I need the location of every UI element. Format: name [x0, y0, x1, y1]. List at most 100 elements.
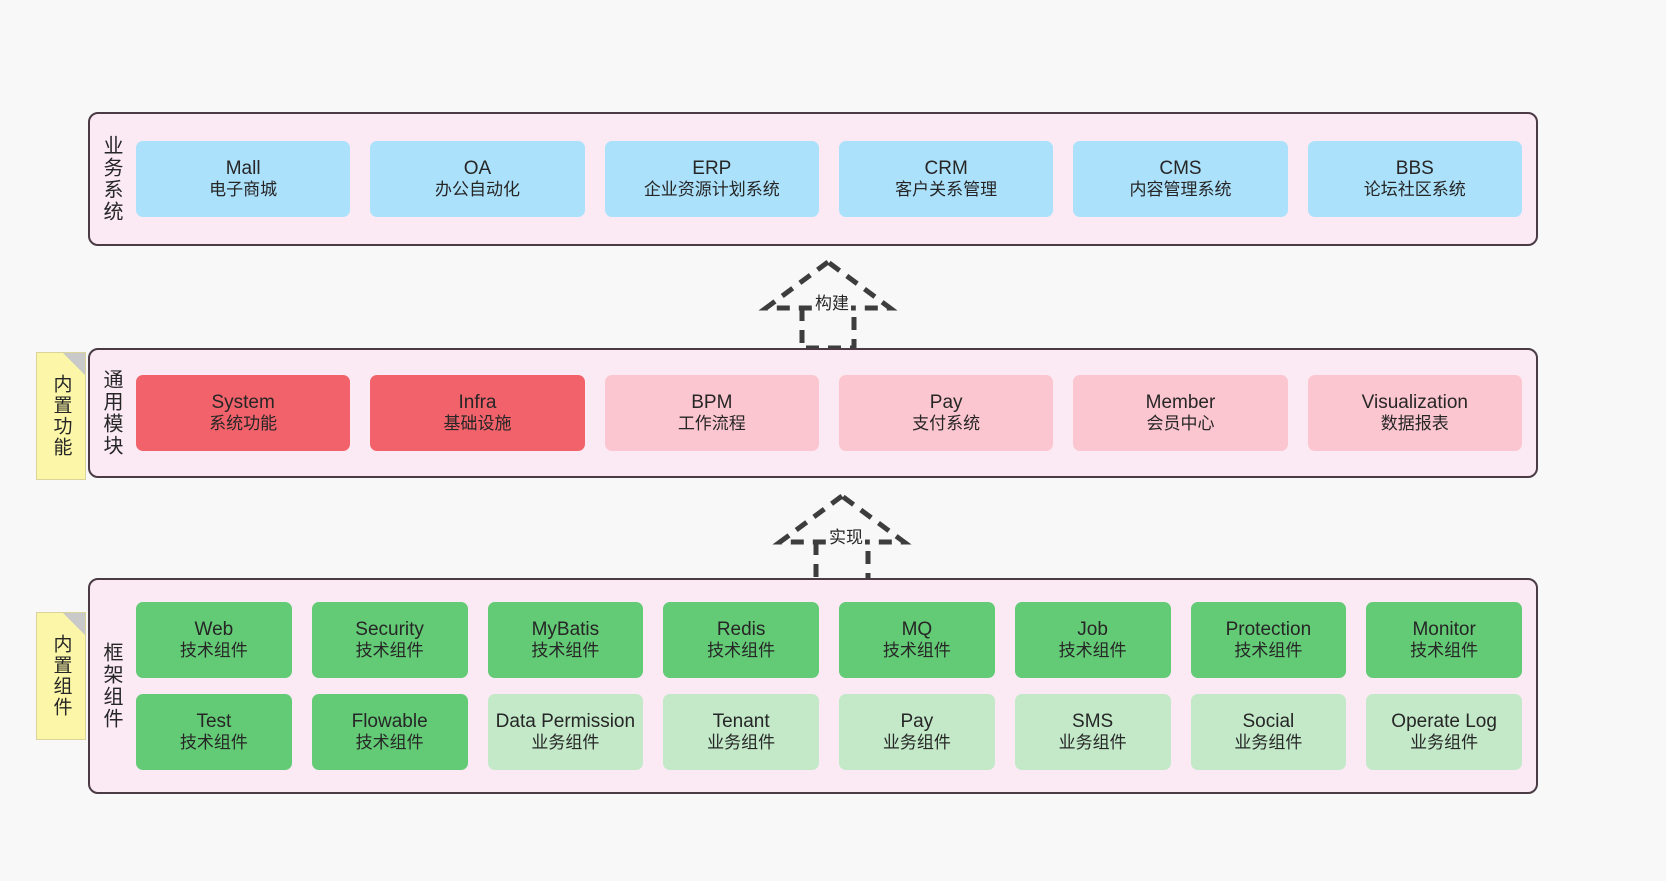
node-bbs[interactable]: BBS 论坛社区系统	[1307, 141, 1522, 217]
node-flowable-title: Flowable	[351, 711, 428, 733]
node-infra-title: Infra	[458, 392, 497, 414]
node-sms[interactable]: SMS 业务组件	[1014, 694, 1171, 770]
node-crm-title: CRM	[924, 158, 968, 180]
node-mall-title: Mall	[225, 158, 261, 180]
node-operate-log[interactable]: Operate Log 业务组件	[1366, 694, 1522, 770]
node-operate-log-title: Operate Log	[1391, 711, 1497, 733]
node-pay-module-title: Pay	[929, 392, 963, 414]
node-test-title: Test	[196, 711, 232, 733]
node-mybatis-title: MyBatis	[531, 619, 600, 641]
framework-row-business: Test 技术组件 Flowable 技术组件 Data Permission …	[136, 694, 1522, 770]
node-member[interactable]: Member 会员中心	[1073, 375, 1288, 451]
node-security-title: Security	[355, 619, 424, 641]
node-bbs-desc: 论坛社区系统	[1363, 180, 1466, 200]
layer-common-modules: 通用模块 System 系统功能 Infra 基础设施 BPM 工作流程 Pay…	[88, 348, 1538, 478]
implement-shaft	[813, 542, 871, 585]
node-oa[interactable]: OA 办公自动化	[370, 141, 585, 217]
node-redis-title: Redis	[716, 619, 766, 641]
node-social-title: Social	[1242, 711, 1295, 733]
node-infra-desc: 基础设施	[443, 414, 512, 434]
node-redis-desc: 技术组件	[707, 641, 776, 661]
node-pay-component-title: Pay	[900, 711, 934, 733]
node-bpm[interactable]: BPM 工作流程	[604, 375, 819, 451]
node-sms-desc: 业务组件	[1058, 733, 1127, 753]
node-data-permission[interactable]: Data Permission 业务组件	[487, 694, 644, 770]
node-mq[interactable]: MQ 技术组件	[839, 602, 995, 678]
node-member-desc: 会员中心	[1146, 414, 1215, 434]
node-web[interactable]: Web 技术组件	[136, 602, 292, 678]
node-crm-desc: 客户关系管理	[895, 180, 998, 200]
node-data-permission-desc: 业务组件	[531, 733, 600, 753]
node-monitor[interactable]: Monitor 技术组件	[1366, 602, 1522, 678]
layer-business-systems-row: Mall 电子商城 OA 办公自动化 ERP 企业资源计划系统 CRM 客户关系…	[136, 141, 1522, 217]
node-visualization[interactable]: Visualization 数据报表	[1307, 375, 1522, 451]
layer-common-modules-label: 通用模块	[100, 369, 122, 457]
note-builtin-components: 内置组件	[36, 612, 86, 740]
node-mybatis[interactable]: MyBatis 技术组件	[487, 602, 644, 678]
node-monitor-desc: 技术组件	[1410, 641, 1479, 661]
node-bpm-title: BPM	[691, 392, 733, 414]
node-security[interactable]: Security 技术组件	[311, 602, 468, 678]
node-infra[interactable]: Infra 基础设施	[370, 375, 585, 451]
node-protection-desc: 技术组件	[1234, 641, 1303, 661]
node-erp-title: ERP	[692, 158, 732, 180]
node-job-title: Job	[1077, 619, 1108, 641]
node-visualization-desc: 数据报表	[1380, 414, 1449, 434]
node-system-desc: 系统功能	[209, 414, 278, 434]
note-fold-icon	[63, 353, 85, 375]
node-data-permission-title: Data Permission	[495, 711, 636, 733]
node-system[interactable]: System 系统功能	[136, 375, 351, 451]
node-member-title: Member	[1145, 392, 1216, 414]
node-test-desc: 技术组件	[179, 733, 248, 753]
node-system-title: System	[211, 392, 275, 414]
node-flowable-desc: 技术组件	[355, 733, 424, 753]
node-test[interactable]: Test 技术组件	[136, 694, 292, 770]
layer-framework-components-body: Web 技术组件 Security 技术组件 MyBatis 技术组件 Redi…	[132, 580, 1536, 792]
layer-common-modules-body: System 系统功能 Infra 基础设施 BPM 工作流程 Pay 支付系统…	[132, 350, 1536, 476]
layer-business-systems: 业务系统 Mall 电子商城 OA 办公自动化 ERP 企业资源计划系统 CRM…	[88, 112, 1538, 246]
node-bbs-title: BBS	[1395, 158, 1434, 180]
node-bpm-desc: 工作流程	[677, 414, 746, 434]
node-oa-desc: 办公自动化	[434, 180, 520, 200]
node-security-desc: 技术组件	[355, 641, 424, 661]
node-erp[interactable]: ERP 企业资源计划系统	[604, 141, 819, 217]
node-visualization-title: Visualization	[1361, 392, 1468, 414]
node-job[interactable]: Job 技术组件	[1014, 602, 1171, 678]
layer-common-modules-row: System 系统功能 Infra 基础设施 BPM 工作流程 Pay 支付系统…	[136, 375, 1522, 451]
node-mall[interactable]: Mall 电子商城	[136, 141, 351, 217]
node-mybatis-desc: 技术组件	[531, 641, 600, 661]
node-social-desc: 业务组件	[1234, 733, 1303, 753]
layer-business-systems-label: 业务系统	[100, 135, 122, 223]
node-web-desc: 技术组件	[179, 641, 248, 661]
layer-business-systems-body: Mall 电子商城 OA 办公自动化 ERP 企业资源计划系统 CRM 客户关系…	[132, 114, 1536, 244]
connector-implement: 实现	[772, 492, 912, 585]
node-cms-desc: 内容管理系统	[1129, 180, 1232, 200]
connector-build: 构建	[758, 258, 898, 351]
node-pay-module[interactable]: Pay 支付系统	[838, 375, 1054, 451]
node-protection-title: Protection	[1225, 619, 1312, 641]
node-mall-desc: 电子商城	[209, 180, 278, 200]
layer-framework-components: 框架组件 Web 技术组件 Security 技术组件 MyBatis 技术组件…	[88, 578, 1538, 794]
note-builtin-features: 内置功能	[36, 352, 86, 480]
node-tenant[interactable]: Tenant 业务组件	[663, 694, 819, 770]
node-sms-title: SMS	[1072, 711, 1114, 733]
node-crm[interactable]: CRM 客户关系管理	[838, 141, 1054, 217]
node-web-title: Web	[194, 619, 234, 641]
layer-framework-components-label: 框架组件	[100, 642, 122, 730]
node-operate-log-desc: 业务组件	[1410, 733, 1479, 753]
node-erp-desc: 企业资源计划系统	[643, 180, 780, 200]
note-builtin-components-label: 内置组件	[50, 634, 72, 718]
node-tenant-title: Tenant	[712, 711, 770, 733]
node-redis[interactable]: Redis 技术组件	[663, 602, 819, 678]
node-monitor-title: Monitor	[1412, 619, 1476, 641]
node-pay-component[interactable]: Pay 业务组件	[839, 694, 995, 770]
node-social[interactable]: Social 业务组件	[1190, 694, 1347, 770]
node-mq-title: MQ	[901, 619, 933, 641]
node-protection[interactable]: Protection 技术组件	[1190, 602, 1347, 678]
node-job-desc: 技术组件	[1058, 641, 1127, 661]
node-tenant-desc: 业务组件	[707, 733, 776, 753]
node-cms[interactable]: CMS 内容管理系统	[1073, 141, 1288, 217]
node-flowable[interactable]: Flowable 技术组件	[311, 694, 468, 770]
note-fold-icon	[63, 613, 85, 635]
